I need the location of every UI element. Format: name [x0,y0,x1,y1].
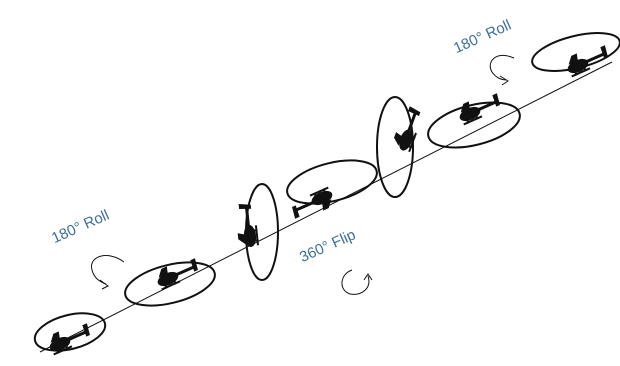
rotor-disc [286,159,378,205]
helicopter-upright-4 [531,32,620,78]
helicopter-knife-edge-2 [376,96,425,198]
rotor-disc [124,261,216,307]
helicopter-upright-3 [427,89,521,149]
rotor-disc [427,101,521,149]
helicopter-icon [288,186,337,223]
roll-arrow-right-head-icon [499,75,509,86]
helicopter-upright-2 [124,254,216,307]
roll-arrow-left-head-icon [99,279,109,290]
rotor-disc [33,312,107,352]
helicopter-knife-edge-1 [234,183,279,281]
helicopter-inverted [286,159,378,223]
helicopter-icon [563,41,612,78]
helicopter-icon [234,202,260,249]
rotor-disc [376,96,414,198]
roll-arrow-left-icon [91,255,125,285]
flip-arrow-icon [341,269,370,295]
roll-arrow-right-icon [489,54,515,81]
flip-arrow-head-icon [363,273,373,281]
helicopter-icon [153,254,202,291]
helicopter-upright-1 [33,312,107,356]
